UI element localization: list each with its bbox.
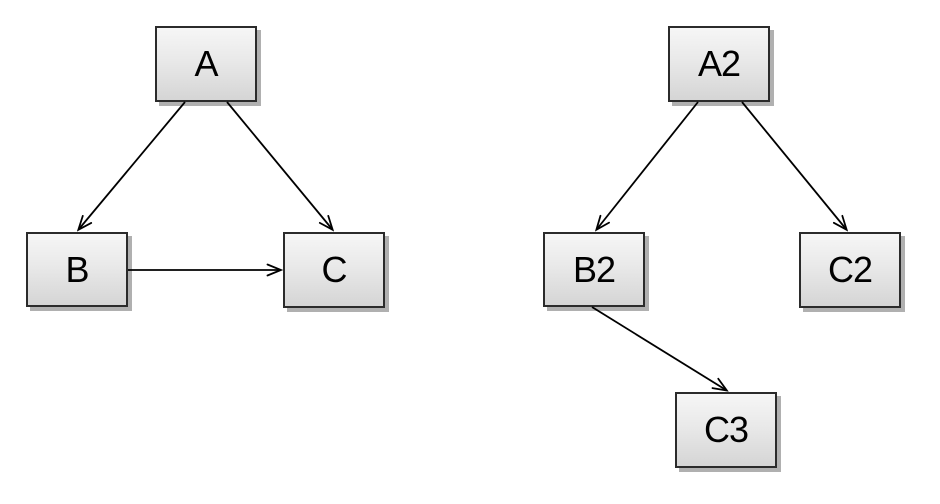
node-label: C3: [703, 409, 749, 450]
node-C3[interactable]: C3: [675, 392, 777, 468]
node-label: A2: [697, 43, 741, 84]
node-label: C: [321, 249, 348, 290]
node-A[interactable]: A: [155, 26, 257, 102]
edge-A2-B2: [597, 101, 699, 229]
node-B2[interactable]: B2: [543, 232, 645, 307]
node-A2[interactable]: A2: [668, 26, 770, 102]
node-B[interactable]: B: [26, 232, 128, 307]
edge-A-B: [79, 101, 186, 229]
node-C2[interactable]: C2: [799, 232, 901, 308]
node-label: B2: [572, 248, 616, 290]
node-C[interactable]: C: [283, 232, 385, 308]
node-label: C2: [827, 249, 873, 290]
edge-A-C: [226, 101, 332, 229]
edge-A2-C2: [741, 101, 846, 229]
node-label: A: [194, 43, 218, 84]
node-label: B: [65, 248, 89, 290]
edge-B2-C3: [591, 306, 726, 390]
